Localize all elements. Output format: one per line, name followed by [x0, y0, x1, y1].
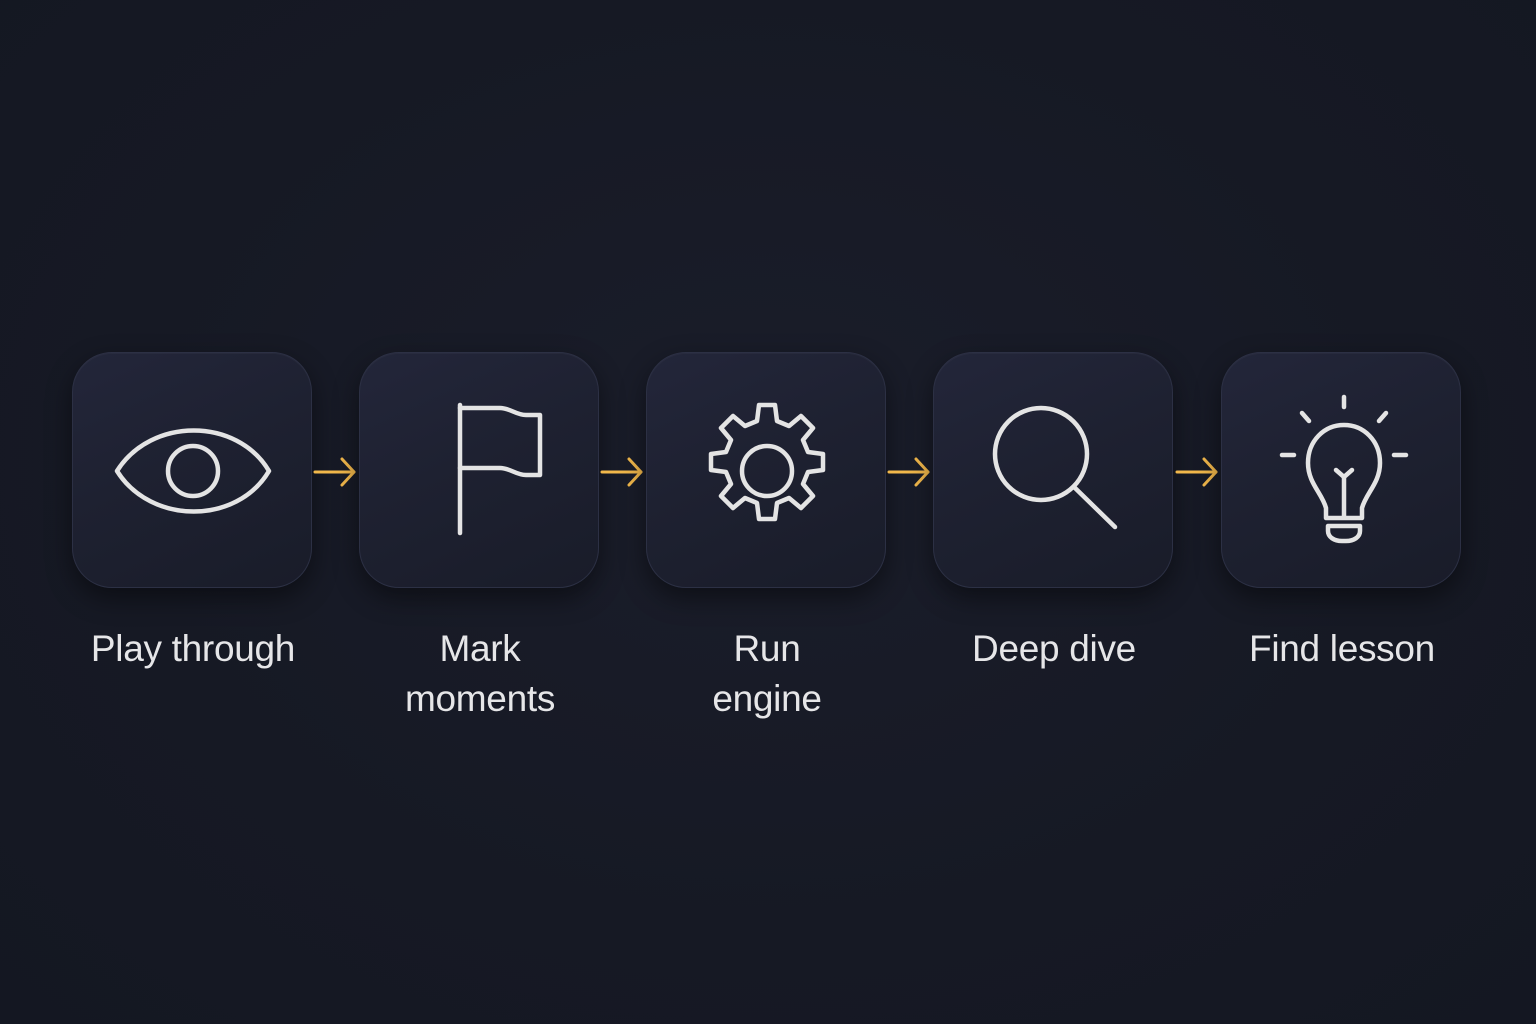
lightbulb-icon	[1279, 394, 1409, 544]
step-label: Find lesson	[1249, 628, 1435, 669]
arrow-right-icon	[1174, 456, 1220, 488]
arrow-right-icon	[599, 456, 645, 488]
arrow-right-icon	[886, 456, 932, 488]
step-tile	[359, 352, 599, 588]
step-label: Mark moments	[404, 628, 556, 719]
eye-icon	[114, 428, 272, 514]
step-tile	[933, 352, 1173, 588]
arrow-right-icon	[312, 456, 358, 488]
gear-icon	[708, 402, 826, 522]
magnifier-icon	[992, 405, 1118, 530]
step-label: Deep dive	[972, 628, 1136, 669]
step-tile	[646, 352, 886, 588]
step-tile	[72, 352, 312, 588]
step-tile	[1221, 352, 1461, 588]
step-label: Run engine	[712, 628, 822, 719]
flag-icon	[457, 402, 543, 536]
step-label: Play through	[90, 628, 296, 669]
